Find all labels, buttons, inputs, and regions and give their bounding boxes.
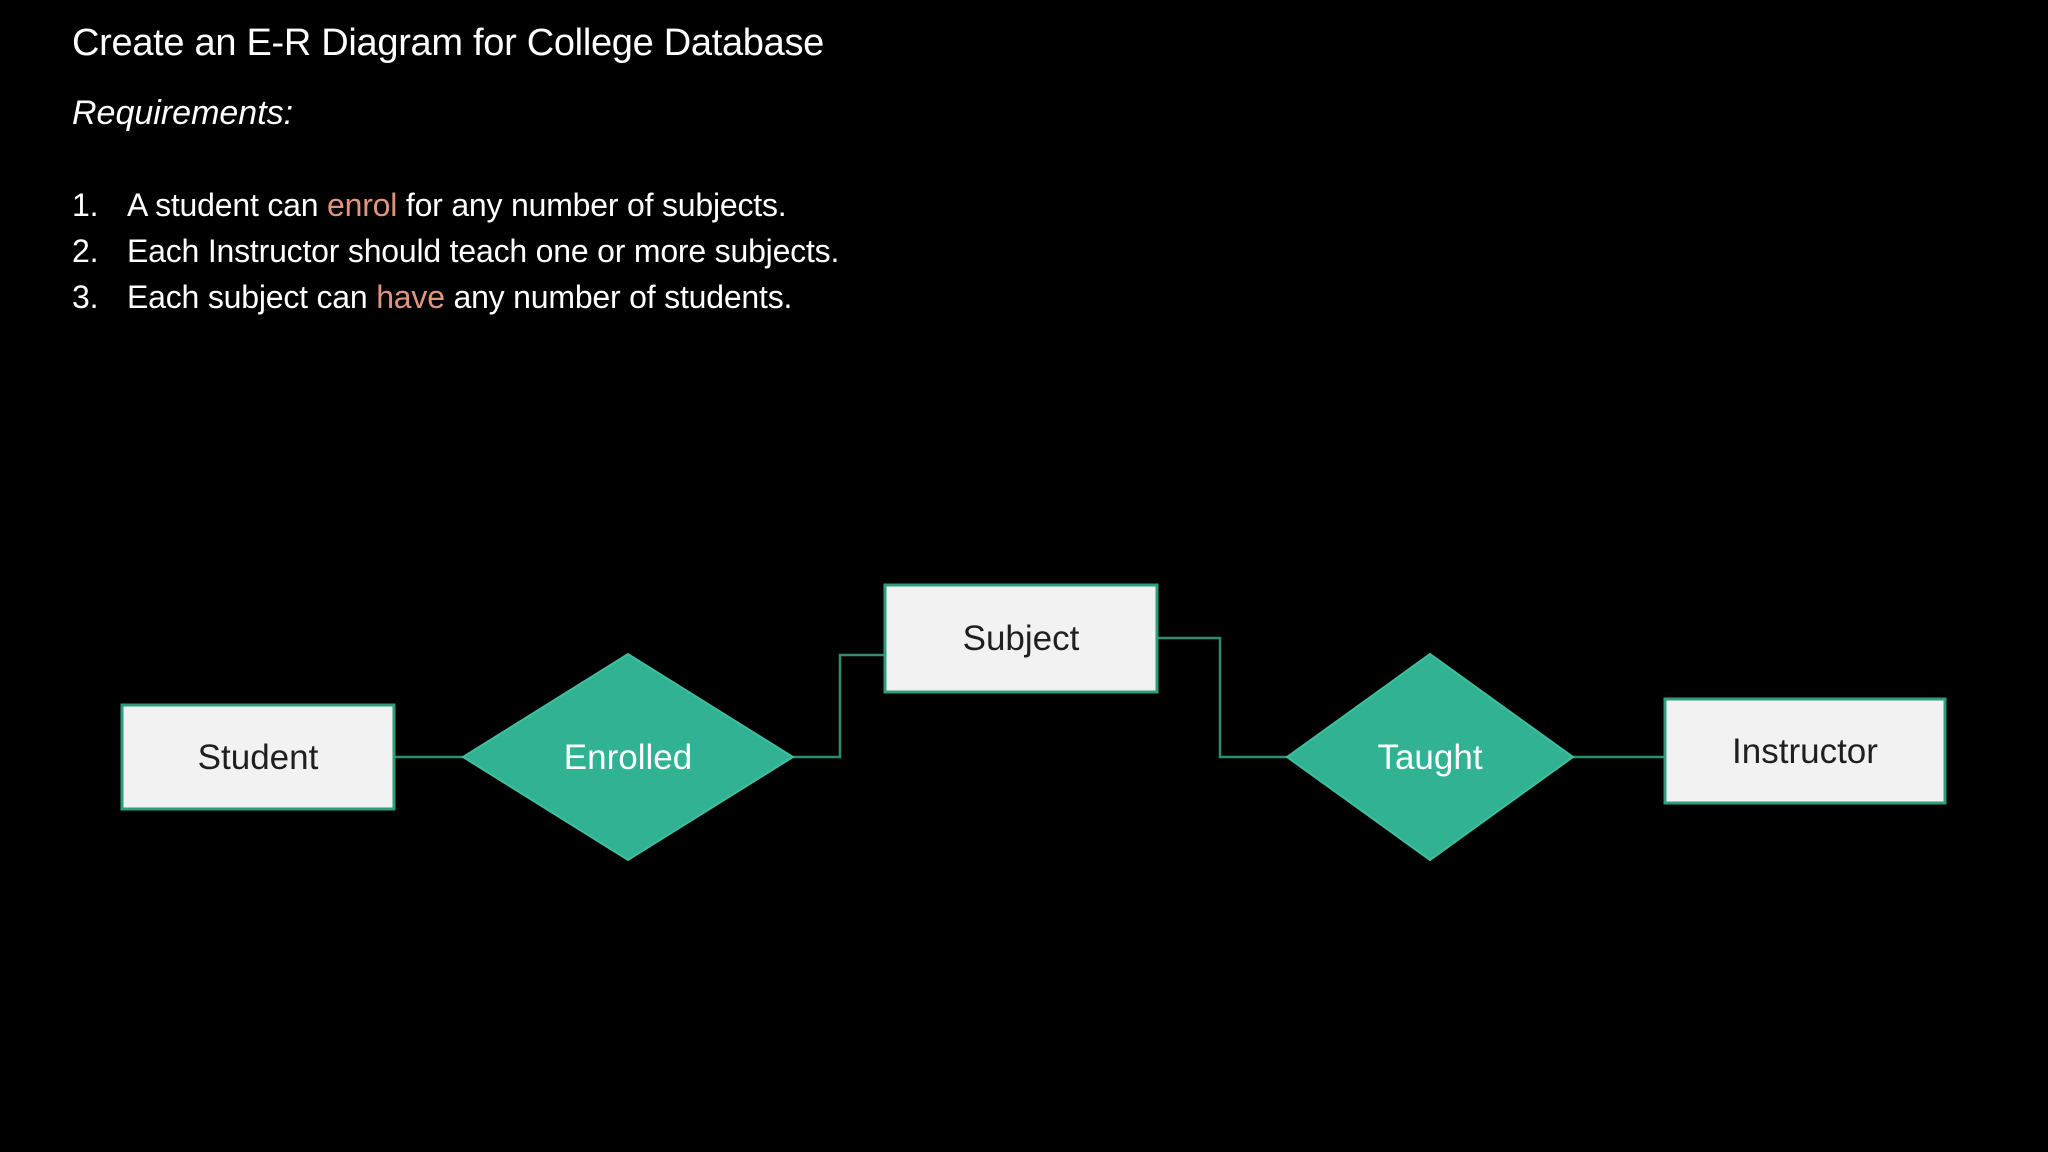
relationship-taught-label: Taught — [1377, 738, 1482, 777]
requirement-item-2: 2. Each Instructor should teach one or m… — [72, 228, 839, 274]
relationship-taught-diamond — [1285, 652, 1575, 862]
requirement-text-pre: Each Instructor should teach one or more… — [127, 233, 840, 269]
requirement-highlight: enrol — [327, 187, 398, 223]
entity-subject-label: Subject — [963, 619, 1080, 658]
requirements-list: 1. A student can enrol for any number of… — [72, 182, 839, 320]
list-number: 1. — [72, 187, 99, 223]
entity-subject-box — [883, 583, 1159, 694]
requirement-text-pre: Each subject can — [127, 279, 377, 315]
slide-title: Create an E-R Diagram for College Databa… — [72, 22, 824, 64]
entity-student-label: Student — [198, 738, 319, 777]
requirement-item-3: 3. Each subject can have any number of s… — [72, 274, 839, 320]
requirement-text: A student can enrol for any number of su… — [127, 182, 787, 228]
entity-student-box — [120, 703, 396, 811]
requirement-item-1: 1. A student can enrol for any number of… — [72, 182, 839, 228]
connector-subject-taught — [1157, 636, 1287, 759]
entity-instructor-label: Instructor — [1732, 732, 1878, 771]
relationship-enrolled-diamond — [461, 652, 795, 862]
requirements-heading: Requirements: — [72, 94, 294, 132]
requirement-text-post: any number of students. — [444, 279, 793, 315]
requirement-text: Each Instructor should teach one or more… — [127, 228, 839, 274]
requirement-text-pre: A student can — [127, 187, 328, 223]
entity-instructor-box — [1663, 697, 1947, 805]
list-number: 3. — [72, 279, 99, 315]
requirement-highlight: have — [376, 279, 445, 315]
list-number: 2. — [72, 233, 99, 269]
relationship-enrolled-label: Enrolled — [564, 738, 692, 777]
requirement-text-post: for any number of subjects. — [397, 187, 787, 223]
connector-enrolled-subject — [793, 653, 885, 759]
requirement-text: Each subject can have any number of stud… — [127, 274, 792, 320]
